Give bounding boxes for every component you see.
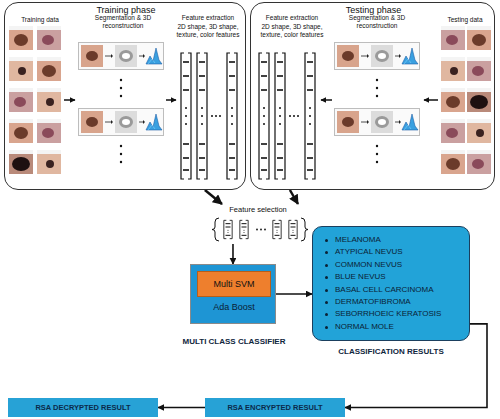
box-caption: CLASSIFICATION RESULTS — [293, 347, 489, 357]
box-caption: MULTI CLASS CLASSIFIER — [161, 337, 307, 347]
method-label: Ada Boost — [191, 302, 277, 313]
group-label: Feature selection — [205, 205, 311, 214]
flow-arrow — [290, 190, 298, 204]
step-label: Segmentation & 3D reconstruction — [77, 14, 169, 30]
result-box: RSA DECRYPTED RESULT — [8, 398, 158, 417]
class-item: BLUE NEVUS — [335, 271, 461, 283]
class-item: COMMON NEVUS — [335, 259, 461, 271]
testing-feature-vectors — [259, 53, 315, 179]
training-thumbnails — [9, 26, 61, 174]
class-item: ATYPICAL NEVUS — [335, 246, 461, 258]
training-segmentation — [64, 43, 176, 164]
selection-group: Feature selection — [205, 204, 311, 244]
class-item: MELANOMA — [335, 234, 461, 246]
result-label: RSA DECRYPTED RESULT — [35, 403, 130, 412]
step-label: Testing data — [435, 16, 495, 24]
flow-arrow — [232, 244, 234, 264]
classifier-box: Multi SVMAda BoostMULTI CLASS CLASSIFIER — [190, 264, 276, 324]
feature-list: 2D shape, 3D shape, texture, color featu… — [255, 23, 329, 39]
training-feature-vectors — [181, 53, 237, 179]
results-box: MELANOMAATYPICAL NEVUSCOMMON NEVUSBLUE N… — [312, 226, 470, 341]
phase-panel: Testing phaseFeature extractionSegmentat… — [250, 2, 495, 190]
step-label: Feature extraction — [255, 14, 329, 22]
testing-segmentation — [321, 43, 438, 164]
step-label: Training data — [9, 16, 71, 24]
class-item: DERMATOFIBROMA — [335, 296, 461, 308]
method-box: Multi SVM — [197, 271, 271, 297]
result-box: RSA ENCRYPTED RESULT — [205, 398, 345, 417]
feature-list: 2D shape, 3D shape, texture, color featu… — [171, 23, 245, 39]
selected-feature-vectors — [212, 218, 308, 241]
step-label: Feature extraction — [171, 14, 245, 22]
class-item: NORMAL MOLE — [335, 321, 461, 333]
class-item: SEBORRHOEIC KERATOSIS — [335, 308, 461, 320]
result-label: RSA ENCRYPTED RESULT — [227, 403, 322, 412]
flow-arrow — [158, 407, 205, 409]
phase-panel: Training phaseTraining dataSegmentation … — [4, 2, 246, 190]
step-label: Segmentation & 3D reconstruction — [331, 14, 423, 30]
class-item: BASAL CELL CARCINOMA — [335, 284, 461, 296]
flow-arrow — [276, 293, 312, 295]
testing-thumbnails — [441, 26, 491, 174]
flow-arrow — [205, 190, 222, 204]
